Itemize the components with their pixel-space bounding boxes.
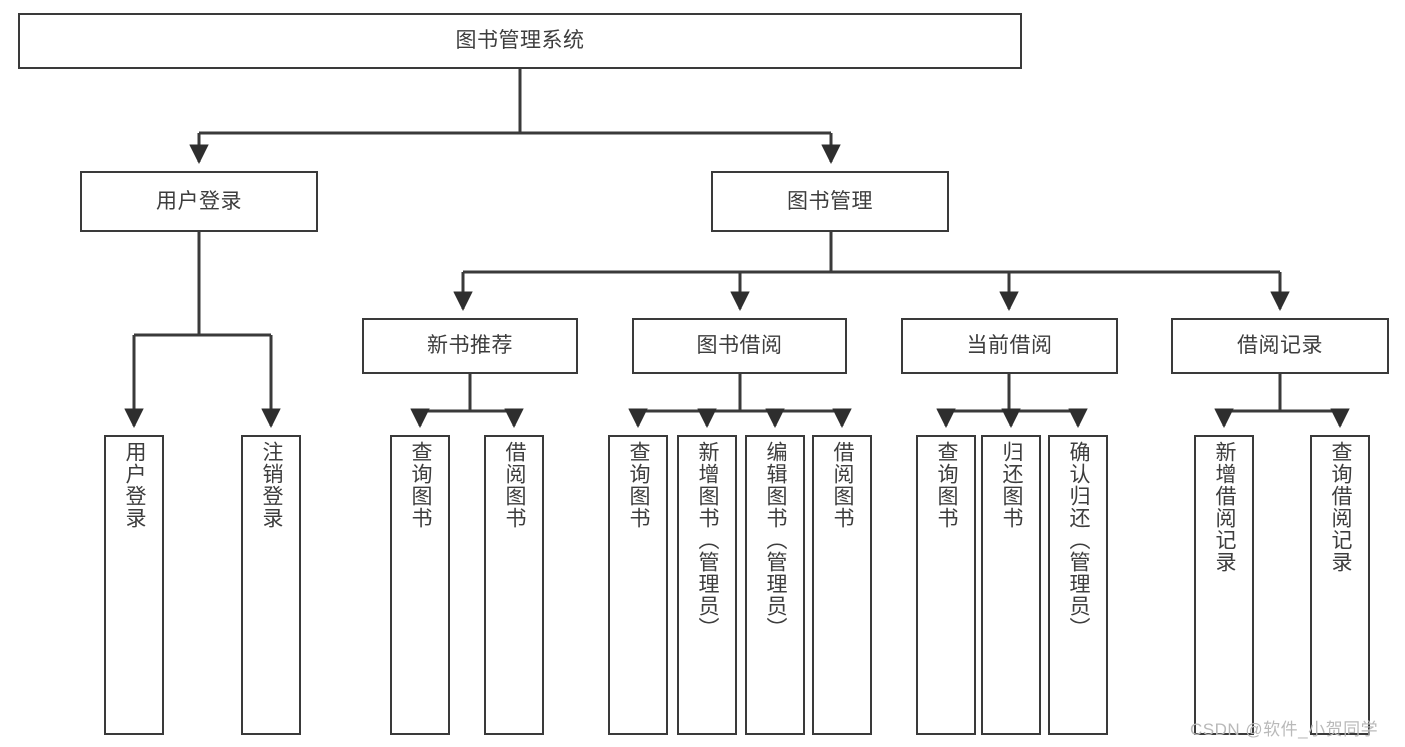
node-current-borrow-label: 当前借阅: [966, 334, 1053, 358]
node-leaf-borrow-book-1[interactable]: 借阅图书: [484, 435, 544, 735]
node-leaf-query-book-2-label: 查询图书: [627, 441, 651, 529]
node-leaf-borrow-book-2-label: 借阅图书: [831, 441, 855, 529]
node-leaf-add-record-label: 新增借阅记录: [1213, 441, 1237, 573]
node-leaf-query-book-1[interactable]: 查询图书: [390, 435, 450, 735]
node-leaf-add-book-label: 新增图书（管理员）: [696, 441, 720, 639]
node-leaf-add-book[interactable]: 新增图书（管理员）: [677, 435, 737, 735]
node-leaf-confirm-return-label: 确认归还（管理员）: [1067, 441, 1091, 639]
node-new-book-recommend[interactable]: 新书推荐: [362, 318, 578, 374]
node-new-book-recommend-label: 新书推荐: [427, 334, 513, 358]
node-leaf-query-book-3[interactable]: 查询图书: [916, 435, 976, 735]
node-leaf-edit-book-label: 编辑图书（管理员）: [764, 441, 788, 639]
node-book-borrow-label: 图书借阅: [696, 334, 783, 358]
node-leaf-borrow-book-2[interactable]: 借阅图书: [812, 435, 872, 735]
node-leaf-borrow-book-1-label: 借阅图书: [503, 441, 527, 529]
node-leaf-add-record[interactable]: 新增借阅记录: [1194, 435, 1254, 735]
node-book-management[interactable]: 图书管理: [711, 171, 949, 232]
node-leaf-query-book-2[interactable]: 查询图书: [608, 435, 668, 735]
node-book-management-label: 图书管理: [787, 189, 873, 213]
node-current-borrow[interactable]: 当前借阅: [901, 318, 1118, 374]
node-leaf-return-book[interactable]: 归还图书: [981, 435, 1041, 735]
node-leaf-logout[interactable]: 注销登录: [241, 435, 301, 735]
node-leaf-user-login-label: 用户登录: [123, 441, 147, 529]
node-leaf-query-book-3-label: 查询图书: [935, 441, 959, 529]
node-borrow-record[interactable]: 借阅记录: [1171, 318, 1389, 374]
node-leaf-query-record[interactable]: 查询借阅记录: [1310, 435, 1370, 735]
node-leaf-edit-book[interactable]: 编辑图书（管理员）: [745, 435, 805, 735]
node-leaf-query-book-1-label: 查询图书: [409, 441, 433, 529]
node-leaf-user-login[interactable]: 用户登录: [104, 435, 164, 735]
node-root[interactable]: 图书管理系统: [18, 13, 1022, 69]
csdn-watermark: CSDN @软件_小贺同学: [1190, 720, 1379, 739]
node-book-borrow[interactable]: 图书借阅: [632, 318, 847, 374]
node-leaf-confirm-return[interactable]: 确认归还（管理员）: [1048, 435, 1108, 735]
node-leaf-logout-label: 注销登录: [260, 441, 284, 529]
node-leaf-return-book-label: 归还图书: [1000, 441, 1024, 529]
node-borrow-record-label: 借阅记录: [1237, 334, 1323, 358]
node-user-login[interactable]: 用户登录: [80, 171, 318, 232]
node-root-label: 图书管理系统: [455, 29, 585, 53]
node-leaf-query-record-label: 查询借阅记录: [1329, 441, 1353, 573]
node-user-login-label: 用户登录: [156, 189, 242, 213]
